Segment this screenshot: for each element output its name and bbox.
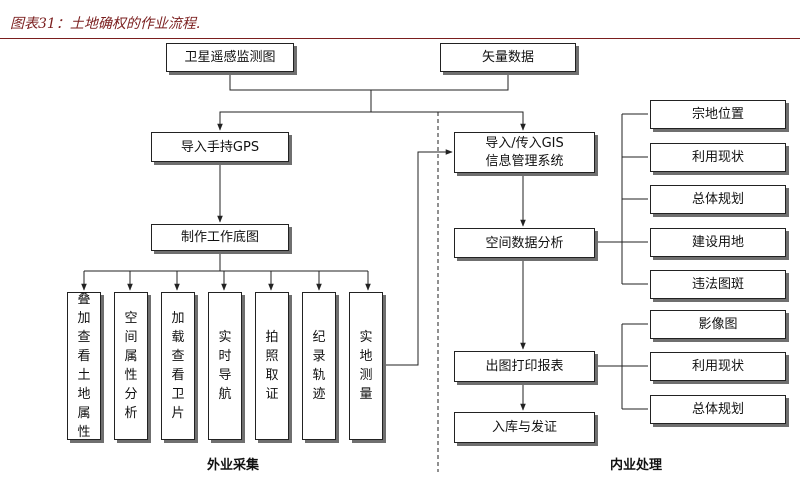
task-label: 拍照取证: [265, 330, 279, 402]
output-land-use-status-2: 利用现状: [650, 352, 786, 381]
node-spatial-analysis: 空间数据分析: [454, 228, 595, 258]
task-label: 实时导航: [218, 330, 232, 402]
task-label: 加载查看卫片: [171, 311, 185, 421]
task-load-satellite-image: 加载查看卫片: [161, 292, 195, 440]
task-photo-evidence: 拍照取证: [255, 292, 289, 440]
task-realtime-navigation: 实时导航: [208, 292, 242, 440]
task-record-track: 纪录轨迹: [302, 292, 336, 440]
node-satellite-map: 卫星遥感监测图: [166, 43, 294, 72]
section-label-field: 外业采集: [207, 458, 260, 473]
node-import-gps: 导入手持GPS: [151, 132, 289, 162]
task-label: 空间属性分析: [124, 311, 138, 421]
output-illegal-patches: 违法图斑: [650, 270, 786, 299]
title-rule: [0, 38, 800, 39]
task-label: 纪录轨迹: [312, 330, 326, 402]
output-master-plan-2: 总体规划: [650, 395, 786, 424]
node-gis-system: 导入/传入GIS 信息管理系统: [454, 132, 595, 173]
output-image-map: 影像图: [650, 310, 786, 339]
task-field-survey: 实地测量: [349, 292, 383, 440]
output-land-use-status: 利用现状: [650, 143, 786, 172]
output-construction-land: 建设用地: [650, 228, 786, 257]
task-label: 实地测量: [359, 330, 373, 402]
section-label-office: 内业处理: [610, 458, 663, 473]
node-vector-data: 矢量数据: [440, 43, 576, 72]
output-parcel-location: 宗地位置: [650, 100, 786, 129]
task-label: 叠加查看土地属性: [77, 292, 91, 440]
task-overlay-attributes: 叠加查看土地属性: [67, 292, 101, 440]
output-master-plan: 总体规划: [650, 185, 786, 214]
node-print-report: 出图打印报表: [454, 351, 595, 382]
node-make-basemap: 制作工作底图: [151, 224, 289, 251]
task-spatial-analysis: 空间属性分析: [114, 292, 148, 440]
figure-title: 图表31：土地确权的作业流程.: [10, 16, 201, 32]
node-archive-certify: 入库与发证: [454, 412, 595, 443]
